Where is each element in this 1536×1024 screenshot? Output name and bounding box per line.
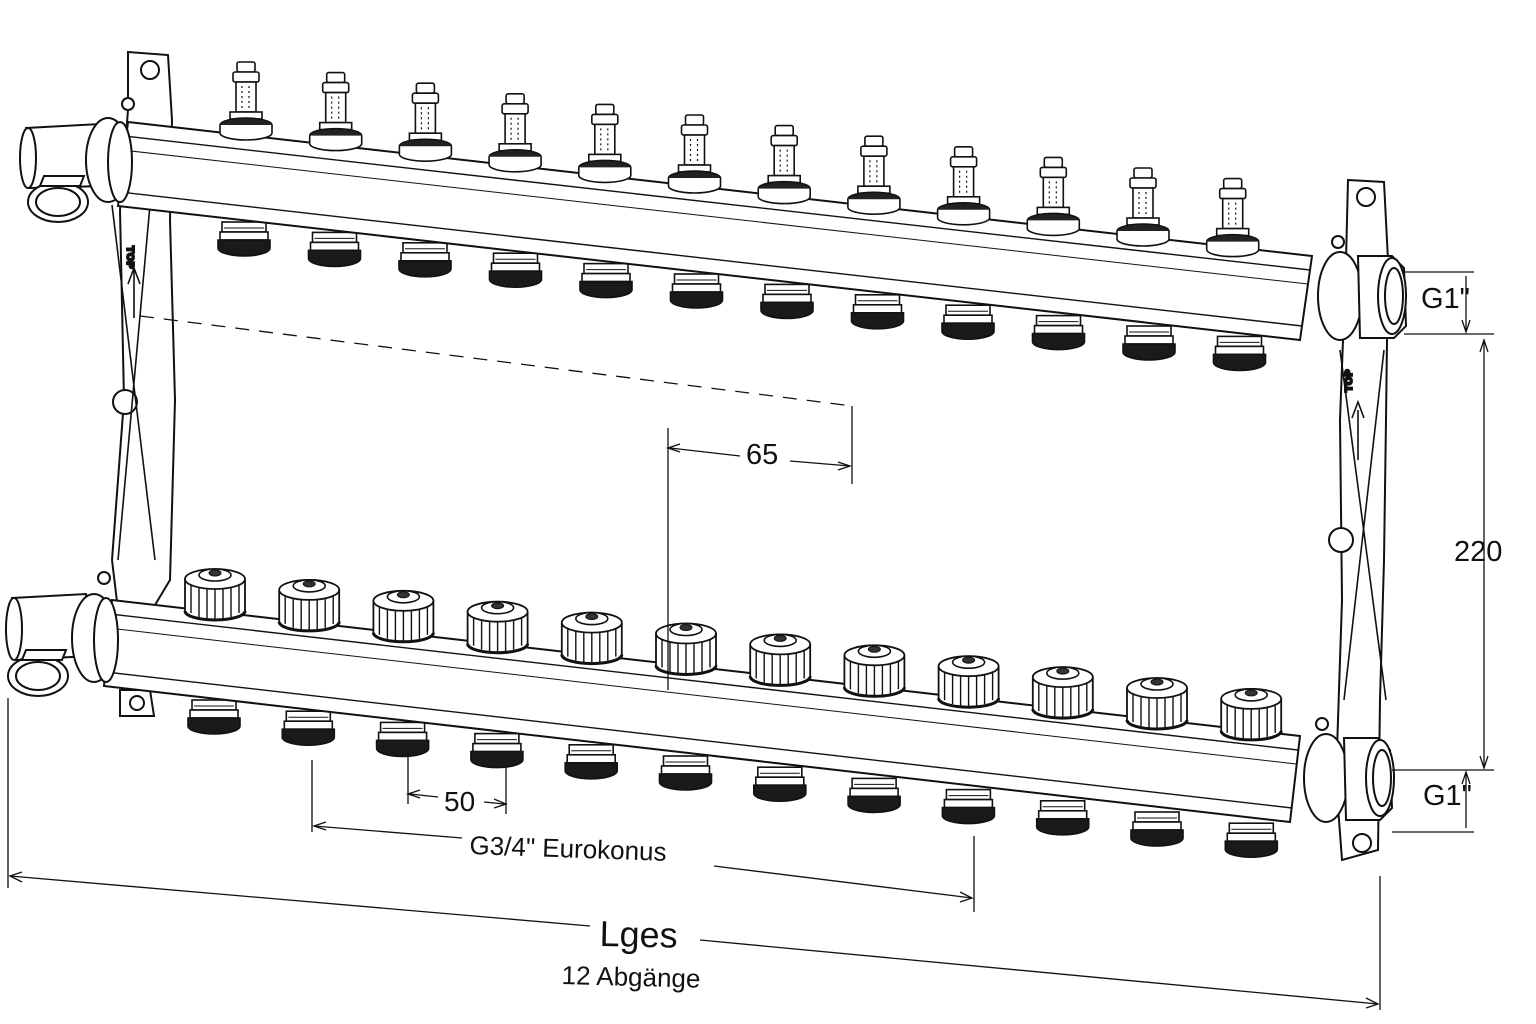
flowmeter-icon — [308, 71, 363, 152]
eurocone-connector-icon — [850, 293, 905, 330]
offset-dimension-label: 65 — [746, 439, 779, 471]
eurocone-connector-icon — [375, 721, 430, 758]
valve-cap-icon — [842, 643, 906, 698]
top-tag-right: TOP — [1344, 369, 1355, 392]
flowmeter-icon — [219, 61, 273, 141]
supply-thread-label: G1" — [1421, 283, 1470, 315]
flowmeter-icon — [667, 114, 722, 194]
eurocone-connector-icon — [1212, 335, 1267, 372]
valve-cap-icon — [466, 600, 530, 655]
outlet-count-label: 12 Abgänge — [561, 960, 701, 994]
valve-cap-icon — [371, 589, 435, 644]
union-nut-icon — [1303, 235, 1408, 823]
flowmeter-icon — [1026, 156, 1081, 237]
flowmeter-icon — [757, 124, 812, 205]
eurocone-connector-icon — [752, 766, 807, 803]
eurocone-connector-icon — [1224, 822, 1279, 859]
eurocone-connector-icon — [217, 221, 271, 257]
eurocone-connector-icon — [658, 755, 713, 791]
eurocone-connector-icon — [941, 788, 996, 825]
valve-cap-icon — [560, 611, 624, 666]
right-bracket: TOP — [1328, 178, 1390, 862]
eurocone-connector-icon — [187, 699, 241, 735]
outlet-spacing-label: 50 — [444, 786, 476, 817]
valve-cap-icon — [654, 622, 718, 676]
eurocone-connector-icon — [398, 242, 452, 278]
eurocone-connector-icon — [760, 283, 814, 320]
eurocone-connector-icon — [470, 732, 524, 769]
flowmeter-icon — [847, 135, 901, 215]
height-dimension-label: 220 — [1454, 536, 1503, 568]
valve-cap-icon — [183, 567, 247, 622]
eurocone-connector-icon — [941, 304, 995, 341]
eurocone-connector-icon — [1031, 314, 1086, 351]
eurocone-connector-icon — [1035, 799, 1090, 836]
eurocone-connector-icon — [847, 777, 901, 814]
top-tag-left: TOP — [124, 246, 135, 269]
flowmeter-icon — [1205, 177, 1260, 258]
total-length-label: Lges — [599, 913, 679, 956]
eurocone-connector-icon — [1122, 325, 1176, 361]
eurocone-connector-icon — [281, 710, 336, 747]
eurocone-connector-icon — [307, 231, 362, 268]
valve-cap-icon — [1125, 676, 1189, 731]
eurocone-connector-icon — [564, 743, 619, 780]
flowmeter-icon — [936, 146, 991, 226]
valve-cap-icon — [1219, 687, 1283, 742]
flowmeter-icon — [488, 93, 542, 173]
valve-cap-icon — [748, 632, 812, 687]
eurocone-connector-icon — [579, 262, 633, 299]
ball-valve-icon — [5, 97, 135, 697]
flowmeter-icon — [1116, 167, 1170, 247]
valve-cap-icon — [277, 578, 341, 633]
valve-cap-icon — [1031, 665, 1095, 720]
eurocone-connector-icon — [488, 252, 543, 289]
flowmeter-icon — [577, 103, 632, 184]
valve-cap-icon — [937, 654, 1001, 709]
dimension-lines — [7, 271, 1494, 1010]
outlet-thread-label: G3/4" Eurokonus — [469, 830, 668, 867]
return-thread-label: G1" — [1423, 780, 1472, 812]
eurocone-connector-icon — [669, 273, 724, 309]
eurocone-connector-icon — [1130, 811, 1184, 847]
flowmeter-icon — [398, 82, 453, 162]
